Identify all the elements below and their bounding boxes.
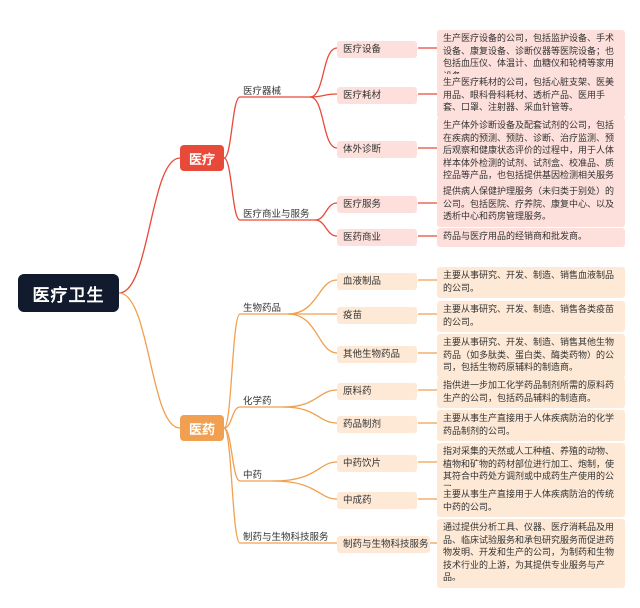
root-node: 医疗卫生	[18, 274, 119, 312]
node-api: 原料药	[337, 383, 417, 400]
node-cro-sub: 制药与生物科技服务	[337, 536, 430, 553]
desc-vaccine: 主要从事研究、开发、制造、销售各类疫苗的公司。	[437, 301, 625, 332]
desc-medical-consumables: 生产医疗耗材的公司，包括心脏支架、医美用品、眼科骨科耗材、透析产品、医用手套、口…	[437, 74, 625, 118]
desc-medical-services: 提供病人保健护理服务（未归类于别处）的公司。包括医院、疗养院、康复中心、以及透析…	[437, 183, 625, 227]
node-ivd: 体外诊断	[337, 141, 417, 158]
node-pharma-trade: 医药商业	[337, 229, 417, 246]
branch-medical: 医疗	[180, 145, 224, 171]
node-medical-commerce: 医疗商业与服务	[243, 209, 310, 220]
desc-tcm-patent: 主要从事生产直接用于人体疾病防治的传统中药的公司。	[437, 486, 625, 517]
node-cro: 制药与生物科技服务	[243, 532, 329, 543]
desc-blood: 主要从事研究、开发、制造、销售血液制品的公司。	[437, 267, 625, 298]
desc-api: 指供进一步加工化学药品制剂所需的原料药生产的公司，包括药品辅料的制造商。	[437, 377, 625, 408]
node-tcm-patent: 中成药	[337, 492, 417, 509]
node-blood: 血液制品	[337, 273, 417, 290]
node-medical-consumables: 医疗耗材	[337, 87, 417, 104]
node-medical-equipment: 医疗设备	[337, 41, 417, 58]
node-bio: 生物药品	[243, 303, 282, 314]
desc-other-bio: 主要从事研究、开发、制造、销售其他生物药品（如多肽类、蛋白类、酶类药物）的公司，…	[437, 334, 625, 378]
node-tcm: 中药	[243, 470, 263, 481]
node-medical-devices: 医疗器械	[243, 86, 282, 97]
node-tcm-slices: 中药饮片	[337, 455, 417, 472]
node-other-bio: 其他生物药品	[337, 346, 417, 363]
branch-pharma: 医药	[180, 415, 224, 441]
desc-pharma-trade: 药品与医疗用品的经销商和批发商。	[437, 228, 625, 247]
node-vaccine: 疫苗	[337, 307, 417, 324]
desc-cro: 通过提供分析工具、仪器、医疗消耗品及用品、临床试验服务和承包研究服务而促进药物发…	[437, 519, 625, 588]
desc-prep: 主要从事生产直接用于人体疾病防治的化学药品制剂的公司。	[437, 410, 625, 441]
node-prep: 药品制剂	[337, 416, 417, 433]
node-chem: 化学药	[243, 396, 272, 407]
node-medical-services: 医疗服务	[337, 196, 417, 213]
